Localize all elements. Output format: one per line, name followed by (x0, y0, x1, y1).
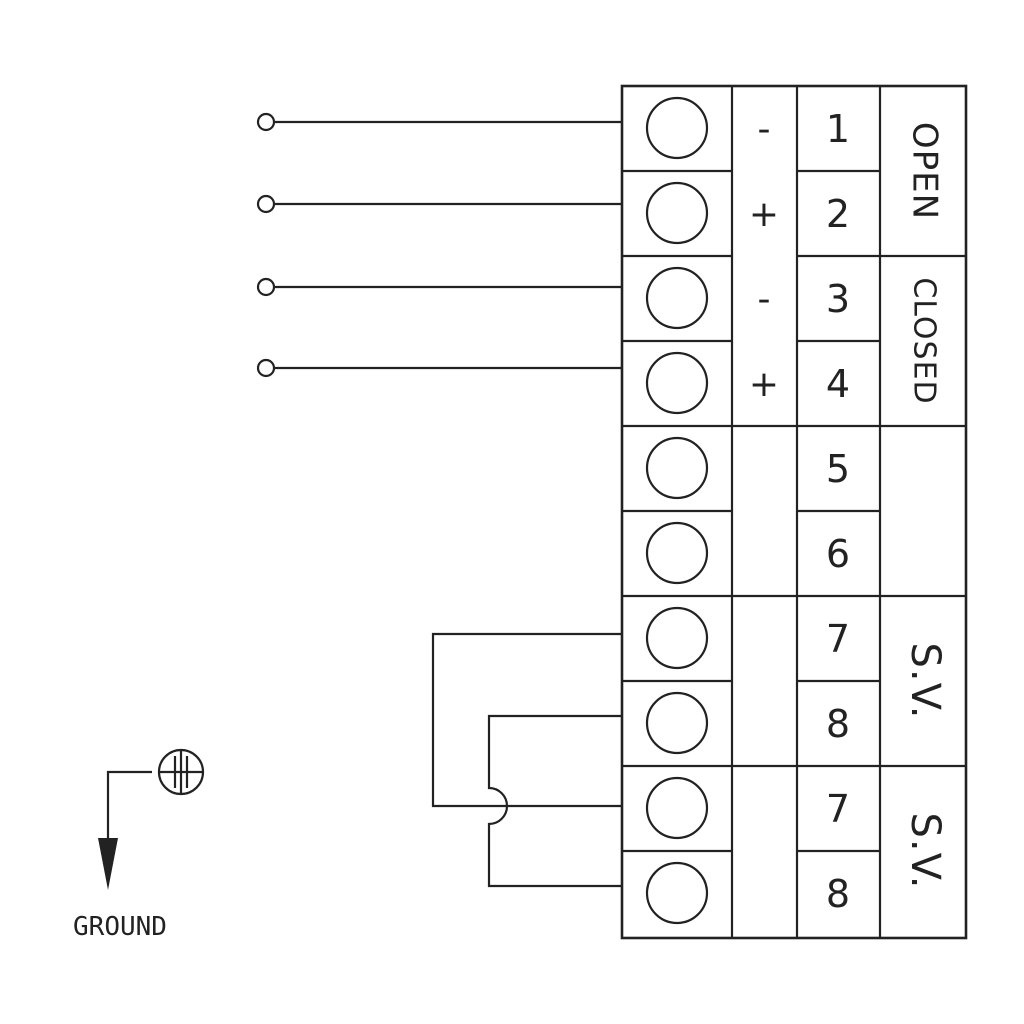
wire-end-terminal-icon (256, 277, 276, 297)
closed-group-label: CLOSED (907, 277, 942, 404)
terminal-block: - + - + 1 2 3 4 5 6 7 8 7 8 OPEN CLOSED … (620, 84, 968, 940)
screw-terminal-icon (645, 861, 709, 925)
jumper-wires (431, 632, 622, 888)
screw-terminal-icon (645, 691, 709, 755)
terminal-number: 4 (826, 362, 850, 406)
screw-terminal-icon (645, 436, 709, 500)
ground-arrow-icon (98, 838, 118, 890)
terminal-number: 8 (826, 872, 850, 916)
wire-end-terminal-icon (256, 112, 276, 132)
wire-end-terminal-icon (256, 358, 276, 378)
jumper-wire (431, 632, 622, 808)
solenoid-valve-group-label: S.V. (902, 812, 948, 889)
polarity-markers: - + - + (749, 109, 779, 405)
terminal-number: 2 (826, 192, 850, 236)
group-labels: OPEN CLOSED S.V. S.V. (902, 122, 948, 890)
screw-terminals (645, 96, 709, 925)
row-dividers (622, 169, 966, 853)
terminal-number: 3 (826, 277, 850, 321)
screw-terminal-icon (645, 776, 709, 840)
screw-terminal-icon (645, 181, 709, 245)
screw-terminal-icon (645, 521, 709, 585)
screw-terminal-icon (645, 266, 709, 330)
terminal-number: 7 (826, 617, 850, 661)
polarity-marker: + (749, 364, 779, 405)
signal-wires (256, 112, 622, 378)
terminal-number: 1 (826, 107, 850, 151)
polarity-marker: + (749, 194, 779, 235)
polarity-marker: - (758, 109, 771, 150)
screw-terminal-icon (645, 606, 709, 670)
polarity-marker: - (758, 279, 771, 320)
wire-end-terminal-icon (256, 194, 276, 214)
jumper-wire-crossover (487, 714, 622, 888)
screw-terminal-icon (645, 351, 709, 415)
terminal-number: 8 (826, 702, 850, 746)
screw-terminal-icon (645, 96, 709, 160)
terminal-number: 5 (826, 447, 850, 491)
ground-label: GROUND (73, 912, 167, 942)
terminal-number: 6 (826, 532, 850, 576)
ground-connection: GROUND (73, 748, 205, 942)
terminal-number: 7 (826, 787, 850, 831)
terminal-numbers: 1 2 3 4 5 6 7 8 7 8 (826, 107, 850, 916)
ground-wire (106, 770, 152, 862)
open-group-label: OPEN (905, 122, 945, 220)
solenoid-valve-group-label: S.V. (902, 642, 948, 719)
